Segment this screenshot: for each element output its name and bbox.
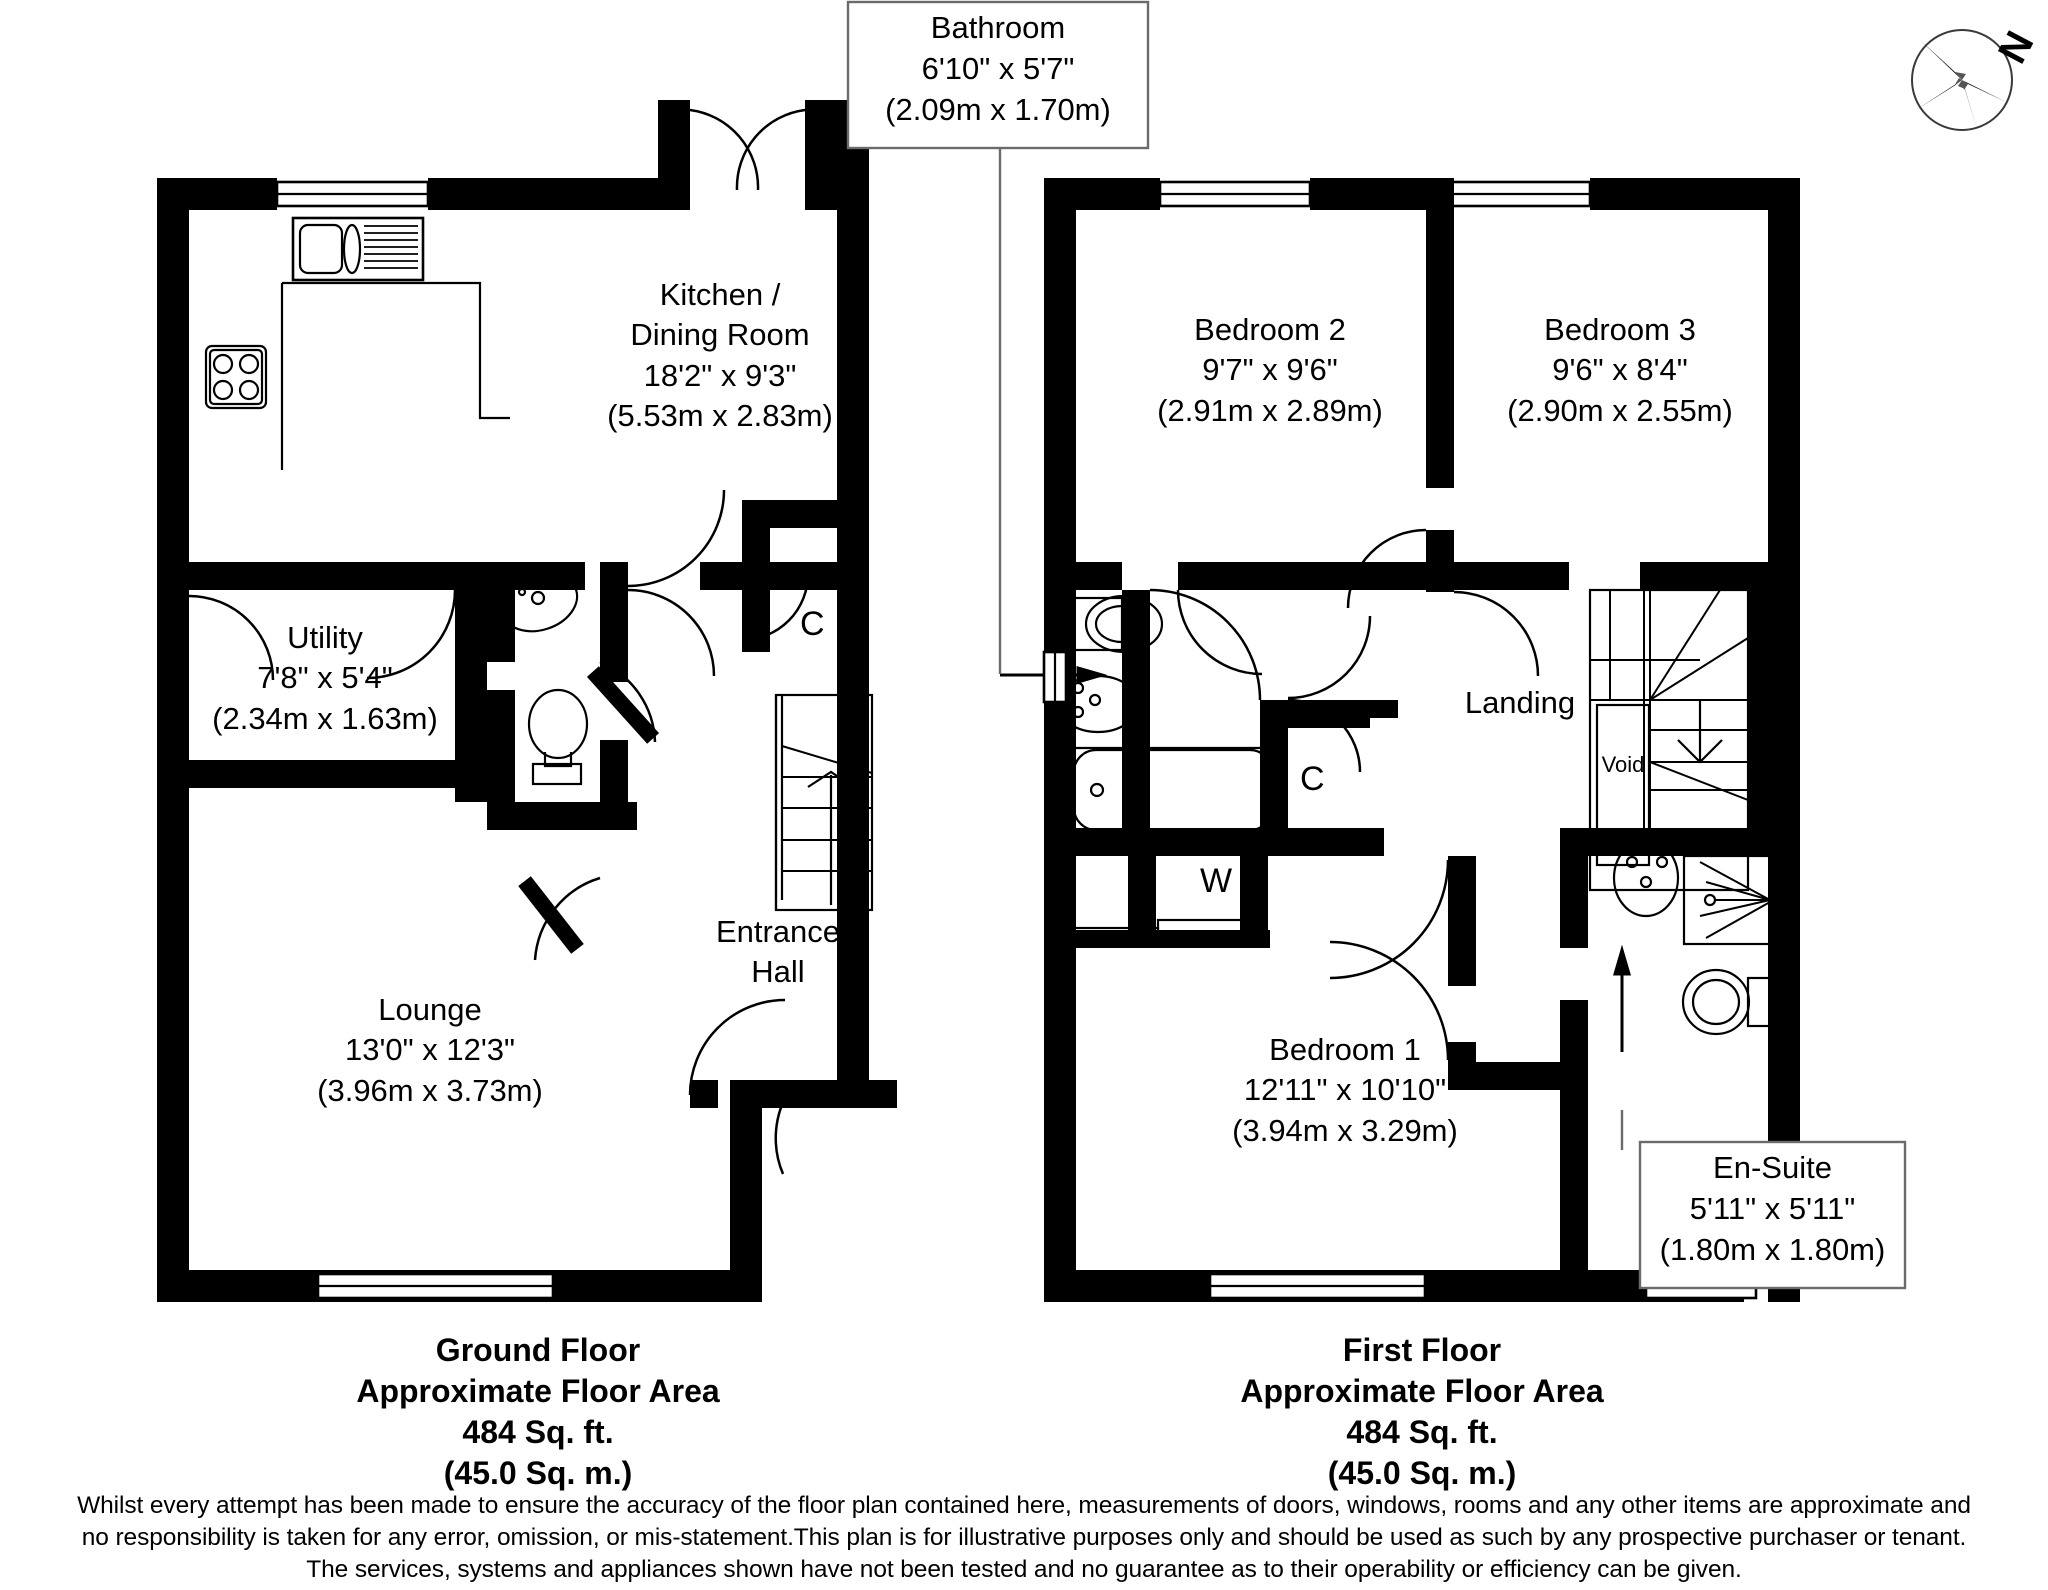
first-floor-doors bbox=[1149, 528, 1540, 1061]
hob-icon bbox=[204, 344, 268, 410]
toilet-icon bbox=[527, 688, 589, 760]
bathroom-callout-name: Bathroom bbox=[930, 10, 1066, 45]
compass-rose-icon bbox=[1911, 29, 2013, 132]
ensuite-fixtures bbox=[1612, 838, 1791, 1052]
kitchen-dining-name-2: Dining Room bbox=[630, 317, 810, 353]
first-floor-plan bbox=[1000, 178, 1800, 1302]
bedroom-2-imperial: 9'7" x 9'6" bbox=[1202, 352, 1338, 388]
landing-name: Landing bbox=[1464, 685, 1576, 720]
entrance-hall-name-1: Entrance bbox=[715, 914, 841, 949]
basin-icon bbox=[499, 571, 579, 633]
kitchen-fixtures bbox=[204, 216, 510, 470]
ensuite-callout-imperial: 5'11" x 5'11" bbox=[1689, 1190, 1856, 1226]
first-floor-caption: First Floor Approximate Floor Area 484 S… bbox=[1172, 1330, 1672, 1494]
utility-name: Utility bbox=[287, 620, 363, 655]
bedroom-1-imperial: 12'11" x 10'10" bbox=[1243, 1072, 1447, 1108]
toilet-icon bbox=[1084, 594, 1164, 654]
basin-icon bbox=[1612, 838, 1680, 918]
first-floor-area-title: Approximate Floor Area bbox=[1240, 1372, 1604, 1409]
ensuite-callout-metric: (1.80m x 1.80m) bbox=[1659, 1231, 1886, 1267]
bedroom-2-metric: (2.91m x 2.89m) bbox=[1157, 392, 1383, 428]
bathroom-callout-metric: (2.09m x 1.70m) bbox=[885, 91, 1111, 127]
room-label-entrance-hall: Entrance Hall bbox=[648, 912, 908, 993]
lounge-metric: (3.96m x 3.73m) bbox=[317, 1072, 543, 1108]
ground-floor-doors bbox=[188, 108, 810, 1175]
disclaimer-line-3: The services, systems and appliances sho… bbox=[306, 1556, 1742, 1584]
kitchen-dining-metric: (5.53m x 2.83m) bbox=[607, 397, 833, 433]
room-label-bedroom-2: Bedroom 2 9'7" x 9'6" (2.91m x 2.89m) bbox=[1110, 310, 1430, 431]
bathroom-fixtures bbox=[1056, 594, 1282, 832]
room-label-landing: Landing bbox=[1410, 685, 1630, 721]
utility-imperial: 7'8" x 5'4" bbox=[257, 660, 393, 696]
room-label-utility: Utility 7'8" x 5'4" (2.34m x 1.63m) bbox=[175, 618, 475, 739]
first-floor-title: First Floor bbox=[1342, 1332, 1502, 1368]
ground-floor-title: Ground Floor bbox=[435, 1332, 641, 1368]
ensuite-callout-name: En-Suite bbox=[1713, 1150, 1832, 1185]
bath-icon bbox=[1072, 748, 1274, 832]
shower-icon bbox=[1682, 854, 1791, 946]
bedroom-2-name: Bedroom 2 bbox=[1194, 312, 1346, 347]
marker-cupboard-first: C bbox=[1300, 760, 1325, 798]
disclaimer: Whilst every attempt has been made to en… bbox=[0, 1490, 2048, 1586]
staircase-first bbox=[1588, 588, 1750, 892]
marker-wardrobe: W bbox=[1200, 862, 1233, 900]
disclaimer-line-2: no responsibility is taken for any error… bbox=[81, 1524, 1967, 1552]
ground-floor-plan bbox=[157, 100, 897, 1302]
kitchen-dining-imperial: 18'2" x 9'3" bbox=[643, 357, 797, 393]
ensuite-callout: En-Suite 5'11" x 5'11" (1.80m x 1.80m) bbox=[1640, 1148, 1905, 1271]
bedroom-3-metric: (2.90m x 2.55m) bbox=[1507, 392, 1733, 428]
ensuite-callout-box bbox=[1638, 1140, 1907, 1290]
sink-icon bbox=[291, 216, 425, 282]
ground-floor-area-sqm: (45.0 Sq. m.) bbox=[443, 1454, 633, 1491]
first-floor-walls bbox=[1044, 178, 1800, 1302]
bathroom-callout: Bathroom 6'10" x 5'7" (2.09m x 1.70m) bbox=[848, 8, 1148, 131]
room-label-lounge: Lounge 13'0" x 12'3" (3.96m x 3.73m) bbox=[280, 990, 580, 1111]
bathroom-callout-box bbox=[846, 0, 1150, 150]
first-floor-area-sqm: (45.0 Sq. m.) bbox=[1327, 1454, 1517, 1491]
wc-fixtures bbox=[499, 571, 589, 786]
marker-cupboard-ground: C bbox=[800, 605, 825, 643]
room-label-bedroom-1: Bedroom 1 12'11" x 10'10" (3.94m x 3.29m… bbox=[1175, 1030, 1515, 1151]
disclaimer-line-1: Whilst every attempt has been made to en… bbox=[77, 1492, 1971, 1520]
room-label-kitchen-dining: Kitchen / Dining Room 18'2" x 9'3" (5.53… bbox=[560, 275, 880, 436]
first-floor-area-sqft: 484 Sq. ft. bbox=[1346, 1413, 1498, 1450]
ground-floor-area-sqft: 484 Sq. ft. bbox=[462, 1413, 614, 1450]
bedroom-1-metric: (3.94m x 3.29m) bbox=[1232, 1112, 1458, 1148]
kitchen-dining-name-1: Kitchen / bbox=[659, 277, 781, 312]
lounge-name: Lounge bbox=[378, 992, 482, 1027]
ground-floor-area-title: Approximate Floor Area bbox=[356, 1372, 720, 1409]
ground-floor-caption: Ground Floor Approximate Floor Area 484 … bbox=[288, 1330, 788, 1494]
bathroom-callout-imperial: 6'10" x 5'7" bbox=[921, 50, 1075, 86]
void-opening bbox=[1595, 703, 1651, 867]
entrance-hall-name-2: Hall bbox=[751, 954, 805, 990]
bedroom-1-name: Bedroom 1 bbox=[1269, 1032, 1421, 1067]
staircase-ground bbox=[774, 693, 874, 912]
utility-metric: (2.34m x 1.63m) bbox=[212, 700, 438, 736]
lounge-imperial: 13'0" x 12'3" bbox=[344, 1032, 515, 1068]
marker-void: Void bbox=[1601, 752, 1645, 777]
ground-floor-walls bbox=[157, 100, 897, 1302]
room-label-bedroom-3: Bedroom 3 9'6" x 8'4" (2.90m x 2.55m) bbox=[1460, 310, 1780, 431]
bedroom-3-name: Bedroom 3 bbox=[1544, 312, 1696, 347]
cistern-icon bbox=[1072, 596, 1124, 652]
bedroom-3-imperial: 9'6" x 8'4" bbox=[1552, 352, 1688, 388]
